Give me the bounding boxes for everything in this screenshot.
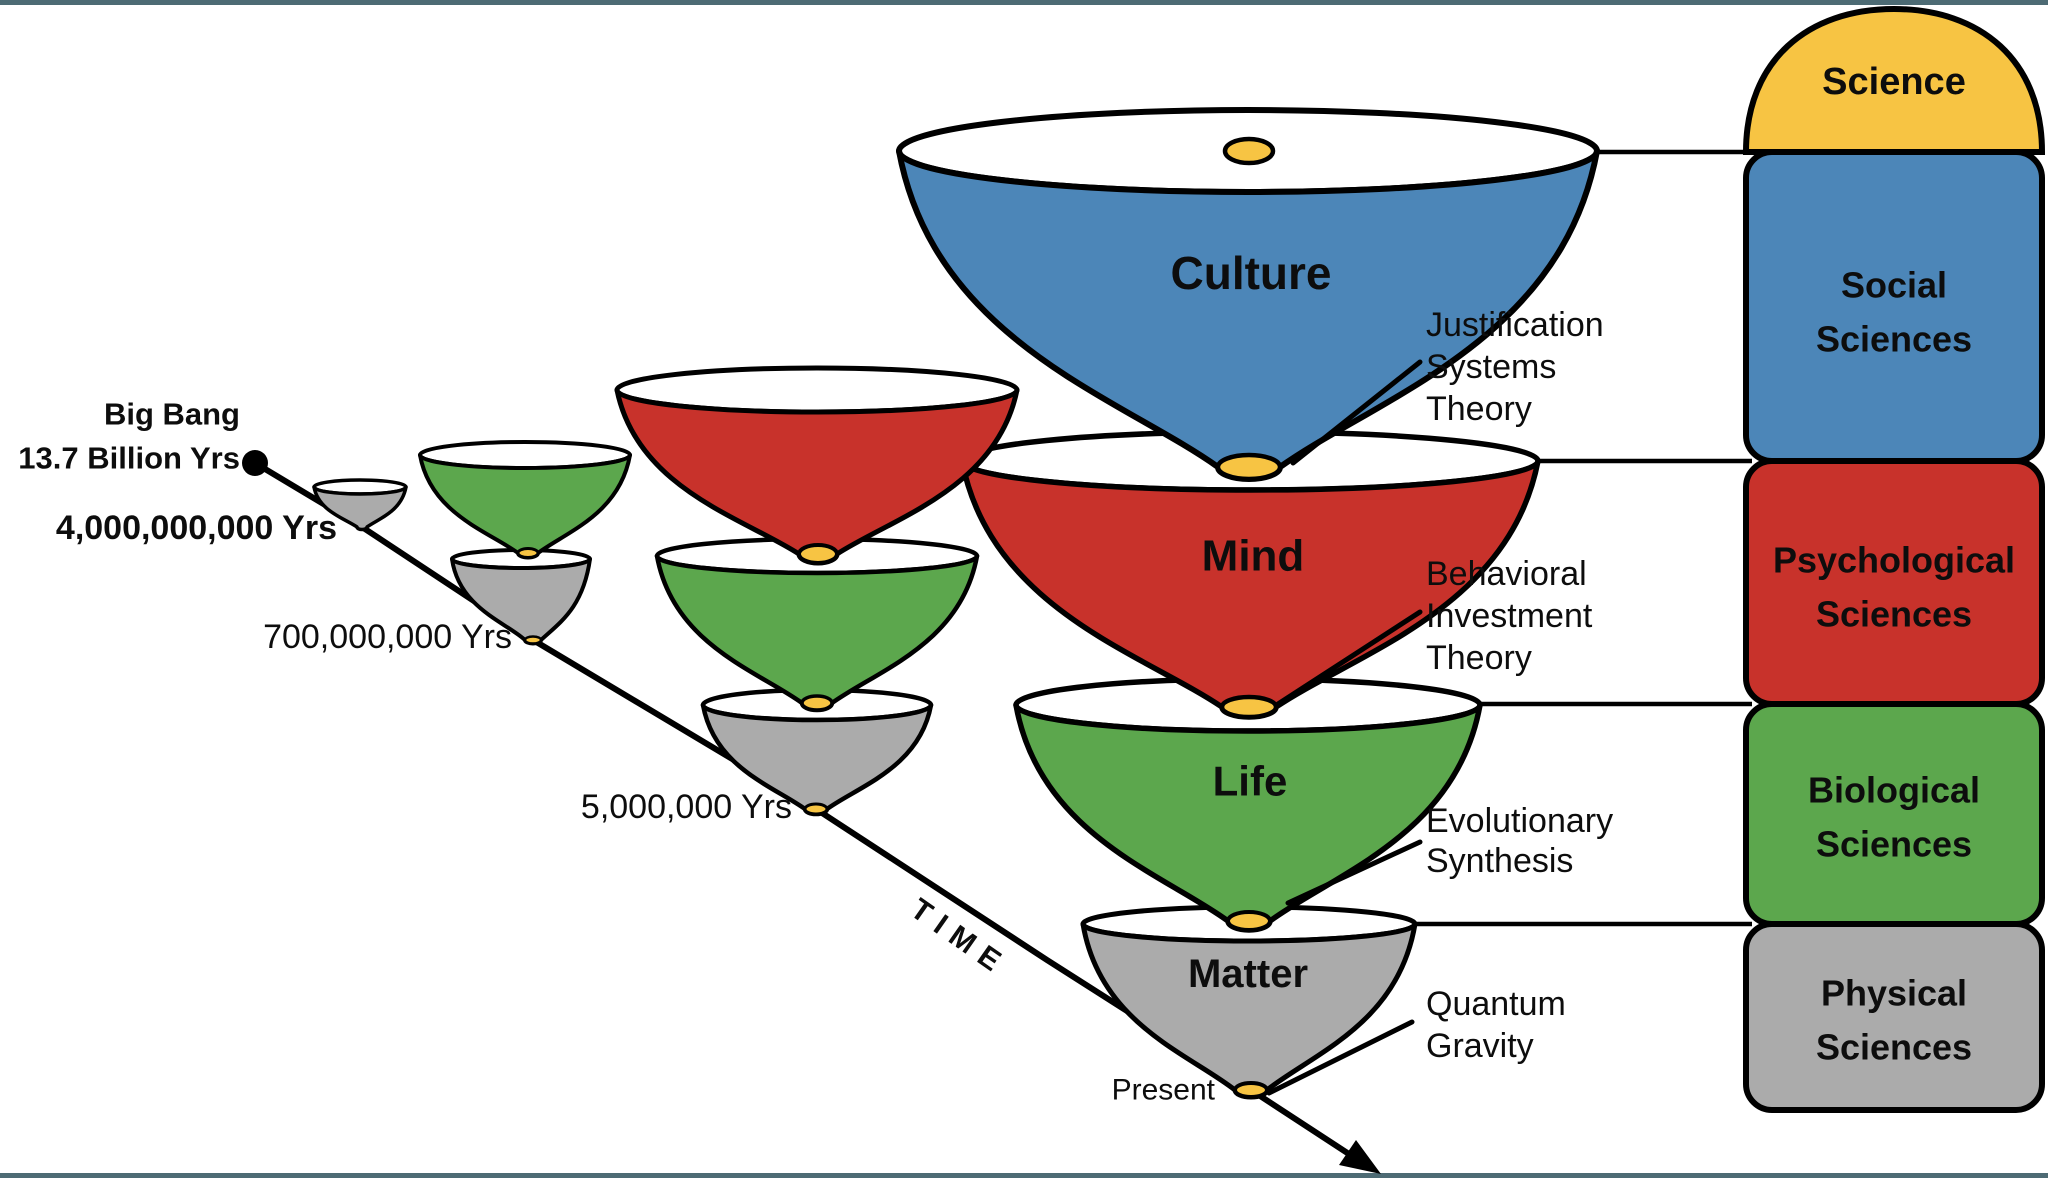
science-cap-label: Science	[1822, 61, 1966, 103]
physical-sciences-label-line1: Physical	[1821, 973, 1967, 1014]
physical-sciences-label-line2: Sciences	[1816, 1027, 1972, 1068]
col2-matter-funnel-body	[450, 557, 592, 646]
social-sciences-label-line1: Social	[1841, 265, 1947, 306]
big-bang-years-label: 13.7 Billion Yrs	[18, 441, 240, 476]
bottom-border-bar	[0, 1173, 2048, 1178]
psychological-sciences-label-line1: Psychological	[1773, 540, 2015, 581]
life-funnel-tip-dot	[1226, 910, 1272, 932]
quantum-gravity-label-line1: Quantum	[1426, 985, 1566, 1023]
col3-mind-funnel-tip-dot	[797, 543, 839, 565]
theory-callout-texts: Justification Systems Theory Behavioral …	[1426, 306, 1613, 1065]
col3-life-funnel-tip-dot	[800, 694, 834, 712]
science-dome	[1742, 5, 2046, 155]
quantum-callout-line	[1266, 1019, 1415, 1096]
tick-700-million-label: 700,000,000 Yrs	[263, 618, 512, 656]
level-connectors	[1415, 149, 1752, 927]
mind-label: Mind	[1202, 532, 1305, 581]
evolutionary-synthesis-label-line2: Synthesis	[1426, 842, 1573, 880]
col1-matter-funnel-body	[312, 485, 408, 532]
culture-funnel-tip-dot	[1215, 452, 1283, 482]
tick-4-billion-label: 4,000,000,000 Yrs	[56, 509, 337, 547]
evolutionary-callout-line	[1285, 839, 1423, 906]
justification-systems-theory-label-line1: Justification	[1426, 306, 1604, 344]
funnel-bodies	[312, 148, 1600, 1100]
mind-funnel-tip-dot	[1219, 694, 1279, 720]
evolutionary-synthesis-label-line1: Evolutionary	[1426, 802, 1613, 840]
behavioral-investment-theory-label-line2: Investment	[1426, 597, 1593, 635]
funnel-labels: Culture Mind Life Matter	[1171, 247, 1332, 996]
col3-life-funnel-body	[654, 553, 980, 713]
present-label: Present	[1112, 1074, 1216, 1107]
top-border-bar	[0, 0, 2048, 5]
big-bang-label: Big Bang	[104, 397, 240, 432]
col2-matter-funnel-tip-dot	[523, 635, 543, 645]
col2-life-funnel-body	[418, 453, 632, 560]
big-bang-origin-dot	[242, 450, 268, 476]
culture-rim-center-dot	[1222, 136, 1276, 166]
science-column: Science Social Sciences Psychological Sc…	[1742, 5, 2046, 1113]
matter-label: Matter	[1188, 952, 1308, 996]
biological-sciences-box	[1743, 701, 2045, 927]
col3-mind-funnel-body	[614, 387, 1020, 566]
culture-label: Culture	[1171, 247, 1332, 299]
behavioral-callout-line	[1275, 609, 1423, 707]
social-sciences-label-line2: Sciences	[1816, 319, 1972, 360]
social-sciences-box	[1743, 149, 2045, 464]
tick-5-million-label: 5,000,000 Yrs	[581, 788, 792, 826]
justification-systems-theory-label-line2: Systems	[1426, 348, 1556, 386]
life-label: Life	[1213, 758, 1288, 805]
psychological-sciences-label-line2: Sciences	[1816, 594, 1972, 635]
justification-systems-theory-label-line3: Theory	[1426, 390, 1532, 428]
life-funnel-body	[1013, 702, 1483, 933]
quantum-gravity-label-line2: Gravity	[1426, 1027, 1534, 1065]
biological-sciences-label-line2: Sciences	[1816, 824, 1972, 865]
col3-matter-funnel-tip-dot	[803, 802, 829, 816]
behavioral-investment-theory-label-line1: Behavioral	[1426, 555, 1587, 593]
biological-sciences-label-line1: Biological	[1808, 770, 1980, 811]
matter-funnel-body	[1080, 921, 1418, 1100]
time-axis-arrowhead-icon	[1339, 1140, 1381, 1174]
behavioral-investment-theory-label-line3: Theory	[1426, 639, 1532, 677]
matter-funnel-tip-dot	[1233, 1081, 1269, 1099]
theory-callout-lines	[1266, 359, 1423, 1096]
justification-callout-line	[1290, 359, 1423, 466]
physical-sciences-box	[1743, 921, 2045, 1113]
psychological-sciences-box	[1743, 458, 2045, 707]
col2-life-funnel-tip-dot	[516, 547, 540, 559]
